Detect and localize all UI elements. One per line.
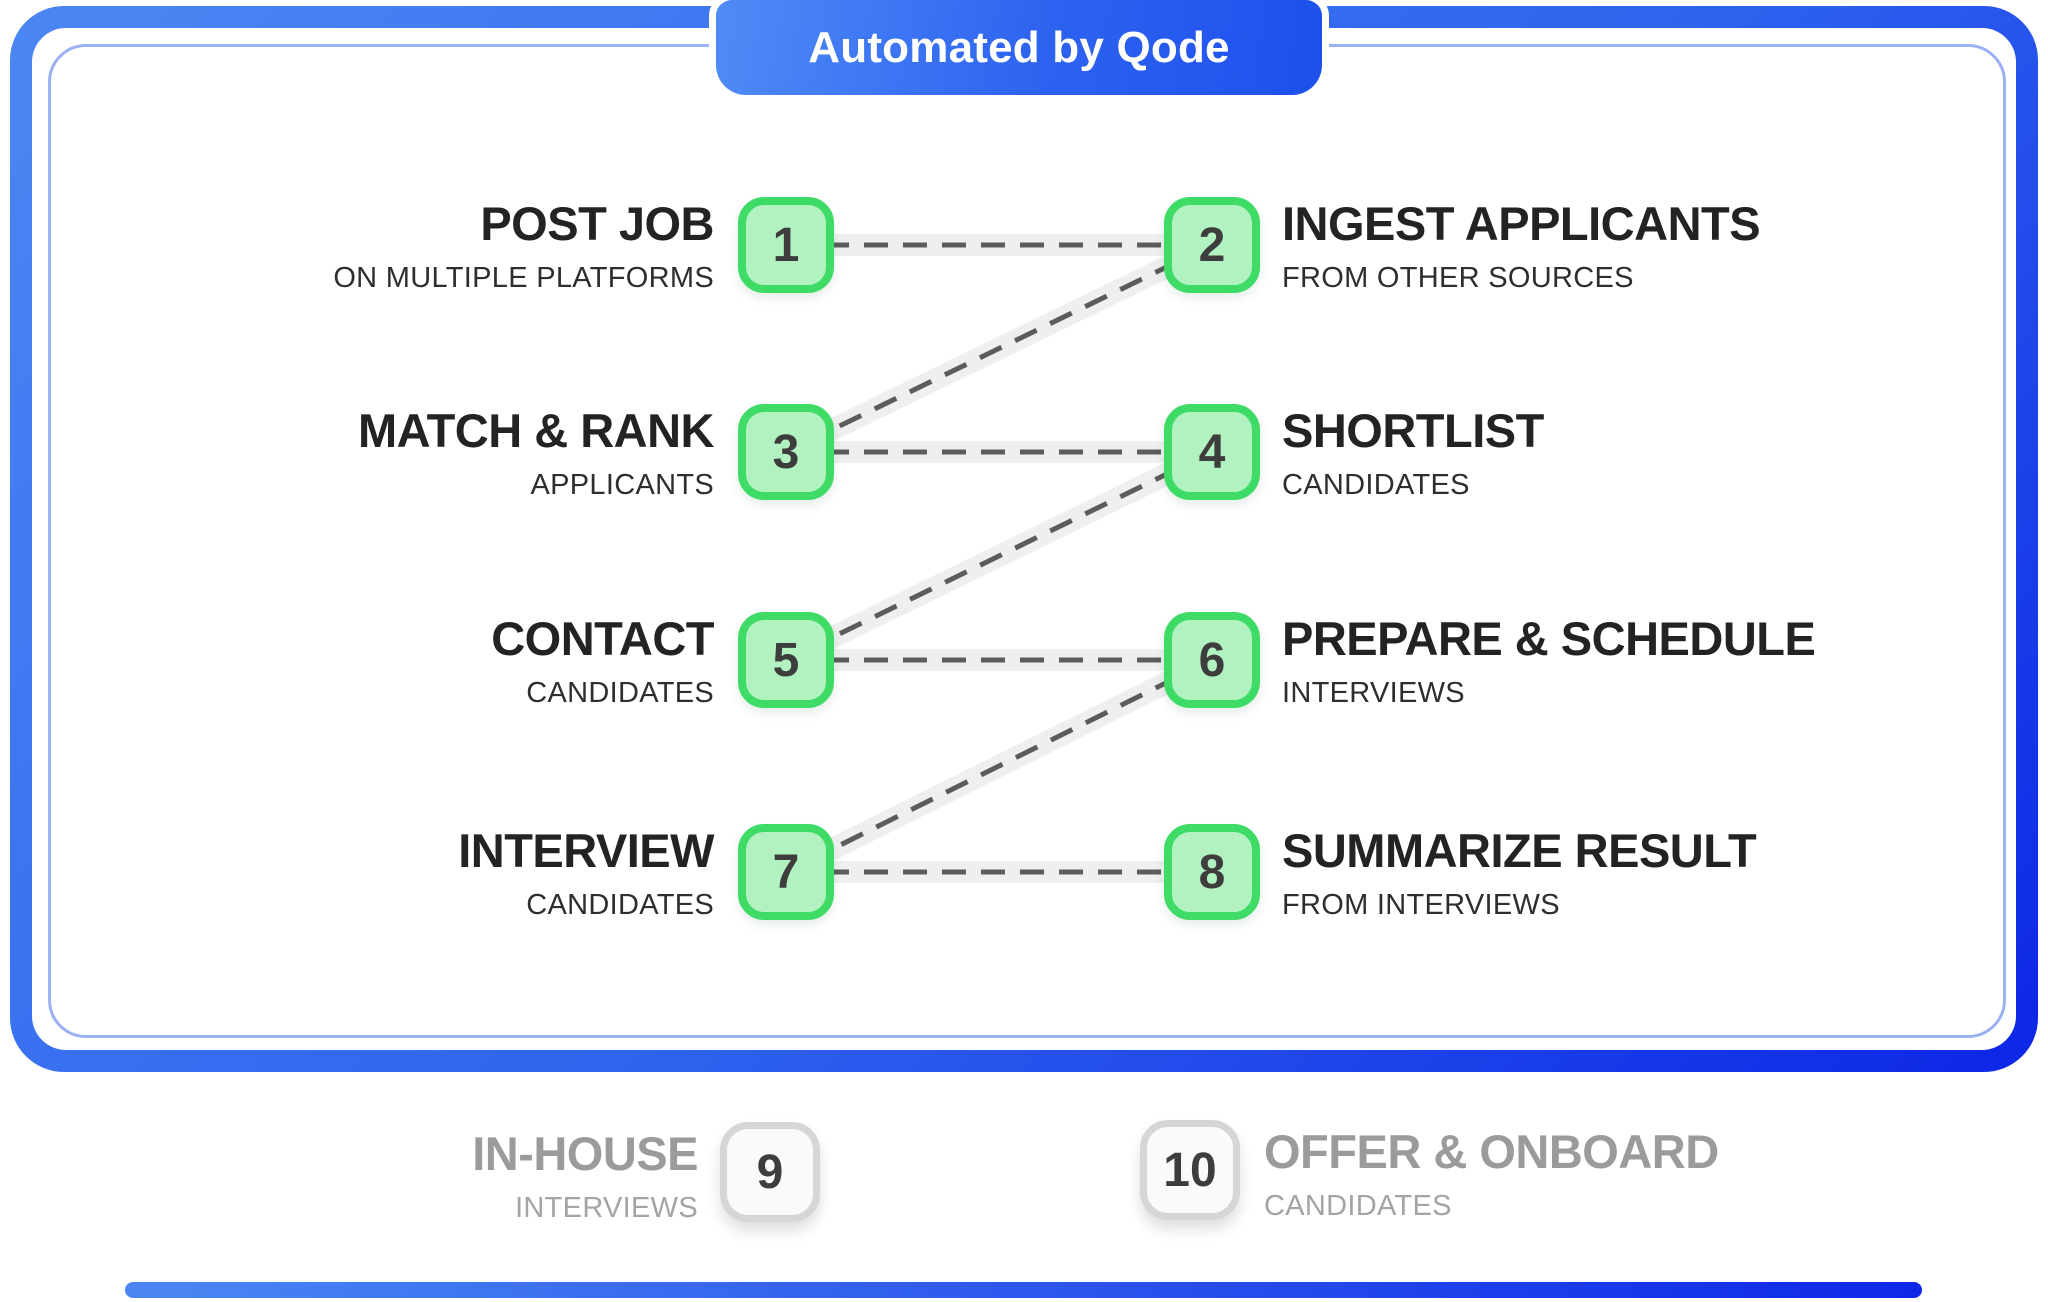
step-title: SUMMARIZE RESULT bbox=[1282, 824, 1757, 877]
step-subtitle: INTERVIEWS bbox=[1282, 677, 1465, 709]
step-title: INTERVIEW bbox=[458, 824, 714, 877]
step-title: PREPARE & SCHEDULE bbox=[1282, 612, 1816, 665]
step-subtitle: CANDIDATES bbox=[526, 677, 714, 709]
step-title: CONTACT bbox=[491, 612, 714, 665]
step-title: INGEST APPLICANTS bbox=[1282, 197, 1761, 250]
step-badge-4: 4 bbox=[1164, 404, 1260, 500]
step-title: SHORTLIST bbox=[1282, 404, 1544, 457]
step-label-9: IN-HOUSE INTERVIEWS bbox=[472, 1126, 698, 1228]
automated-banner: Automated by Qode bbox=[716, 0, 1322, 95]
step-label-10: OFFER & ONBOARD CANDIDATES bbox=[1264, 1124, 1719, 1226]
step-label-7: INTERVIEW CANDIDATES bbox=[458, 823, 714, 925]
step-subtitle: CANDIDATES bbox=[1264, 1190, 1452, 1222]
step-label-1: POST JOB ON MULTIPLE PLATFORMS bbox=[333, 196, 714, 298]
step-subtitle: INTERVIEWS bbox=[515, 1192, 698, 1224]
step-number: 10 bbox=[1163, 1143, 1217, 1197]
step-subtitle: FROM OTHER SOURCES bbox=[1282, 262, 1634, 294]
step-badge-2: 2 bbox=[1164, 197, 1260, 293]
step-title: IN-HOUSE bbox=[472, 1127, 698, 1180]
step-badge-9: 9 bbox=[720, 1122, 820, 1222]
step-badge-10: 10 bbox=[1140, 1120, 1240, 1220]
connector-dashes bbox=[784, 242, 1214, 875]
step-subtitle: APPLICANTS bbox=[530, 469, 714, 501]
step-number: 1 bbox=[772, 218, 800, 272]
step-number: 2 bbox=[1198, 218, 1226, 272]
step-title: MATCH & RANK bbox=[357, 404, 715, 457]
step-label-8: SUMMARIZE RESULT FROM INTERVIEWS bbox=[1282, 823, 1757, 925]
step-badge-6: 6 bbox=[1164, 612, 1260, 708]
step-label-3: MATCH & RANK APPLICANTS bbox=[357, 403, 715, 505]
banner-label: Automated by Qode bbox=[808, 22, 1230, 72]
step-subtitle: CANDIDATES bbox=[1282, 469, 1470, 501]
step-subtitle: ON MULTIPLE PLATFORMS bbox=[333, 262, 714, 294]
step-label-5: CONTACT CANDIDATES bbox=[491, 611, 714, 713]
step-number: 7 bbox=[772, 845, 800, 899]
step-number: 8 bbox=[1198, 845, 1226, 899]
step-title: POST JOB bbox=[480, 197, 714, 250]
step-title: OFFER & ONBOARD bbox=[1264, 1125, 1719, 1178]
step-badge-5: 5 bbox=[738, 612, 834, 708]
step-label-6: PREPARE & SCHEDULE INTERVIEWS bbox=[1282, 611, 1816, 713]
step-badge-7: 7 bbox=[738, 824, 834, 920]
step-number: 6 bbox=[1198, 633, 1226, 687]
step-subtitle: CANDIDATES bbox=[526, 889, 714, 921]
step-badge-1: 1 bbox=[738, 197, 834, 293]
step-label-2: INGEST APPLICANTS FROM OTHER SOURCES bbox=[1282, 196, 1761, 298]
step-number: 4 bbox=[1198, 425, 1226, 479]
bottom-accent-bar bbox=[125, 1282, 1922, 1298]
step-number: 9 bbox=[756, 1145, 784, 1199]
step-number: 3 bbox=[772, 425, 800, 479]
step-label-4: SHORTLIST CANDIDATES bbox=[1282, 403, 1544, 505]
step-number: 5 bbox=[772, 633, 800, 687]
step-badge-8: 8 bbox=[1164, 824, 1260, 920]
step-subtitle: FROM INTERVIEWS bbox=[1282, 889, 1560, 921]
step-badge-3: 3 bbox=[738, 404, 834, 500]
